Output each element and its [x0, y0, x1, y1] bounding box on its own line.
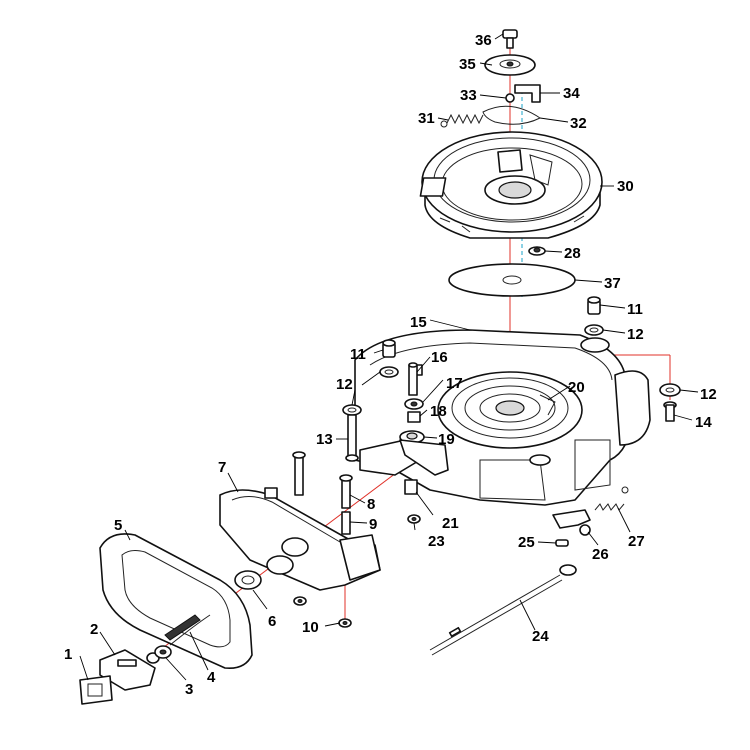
- label-27: 27: [628, 533, 645, 550]
- label-10: 10: [302, 619, 319, 636]
- label-6: 6: [268, 613, 276, 630]
- label-16: 16: [431, 349, 448, 366]
- part-number-labels: 36 35 33 34 31 32 30 28 37 11 12 15 11 1…: [64, 32, 717, 698]
- label-24: 24: [532, 628, 549, 645]
- label-8: 8: [367, 496, 375, 513]
- label-3: 3: [185, 681, 193, 698]
- label-4: 4: [207, 669, 216, 686]
- part-18-bushing: [407, 411, 421, 423]
- label-21: 21: [442, 515, 459, 532]
- label-35: 35: [459, 56, 476, 73]
- part-15-fan-housing: [354, 329, 651, 506]
- label-2: 2: [90, 621, 98, 638]
- part-8-bolt: [339, 474, 353, 509]
- part-4-rope: [169, 614, 211, 646]
- part-37-disc: [448, 263, 576, 297]
- label-18: 18: [430, 403, 447, 420]
- part-25-pin: [555, 539, 569, 547]
- part-14-bolt: [663, 401, 677, 422]
- part-30-recoil-pulley: [419, 131, 603, 239]
- part-34-pawl: [514, 84, 541, 103]
- part-26-latch: [552, 509, 591, 536]
- part-12-washer-left: [379, 366, 399, 378]
- label-9: 9: [369, 516, 377, 533]
- label-37: 37: [604, 275, 621, 292]
- label-11-left: 11: [350, 346, 366, 363]
- label-34: 34: [563, 85, 580, 102]
- label-36: 36: [475, 32, 492, 49]
- label-12-right: 12: [627, 326, 644, 343]
- part-11-bushing-left: [382, 339, 396, 358]
- part-12-washer-far-right: [659, 383, 681, 397]
- label-20: 20: [568, 379, 585, 396]
- label-32: 32: [570, 115, 587, 132]
- label-25: 25: [518, 534, 535, 551]
- part-33-small-spring: [505, 93, 515, 103]
- label-30: 30: [617, 178, 634, 195]
- part-12-washer-right: [584, 324, 604, 336]
- leader-lines: [79, 33, 699, 681]
- part-9-bolt: [341, 511, 351, 535]
- label-17: 17: [446, 375, 463, 392]
- part-10-nut-a: [293, 596, 307, 606]
- part-19-lever: [399, 430, 449, 476]
- label-5: 5: [114, 517, 122, 534]
- part-28-nut: [528, 246, 546, 256]
- part-3-grommet-small: [154, 645, 172, 659]
- part-36-screw: [502, 29, 518, 49]
- label-1: 1: [64, 646, 72, 663]
- part-1-clip: [79, 675, 113, 705]
- label-31: 31: [418, 110, 435, 127]
- label-26: 26: [592, 546, 609, 563]
- part-23-nut: [407, 514, 421, 524]
- part-5-handle-grip: [99, 533, 253, 670]
- part-13-bolt: [345, 414, 359, 462]
- part-20-spring-seat: [539, 394, 556, 416]
- label-7: 7: [218, 459, 226, 476]
- label-12-far-right: 12: [700, 386, 717, 403]
- part-32-wire-spring: [482, 105, 541, 125]
- label-12-left: 12: [336, 376, 353, 393]
- part-10-nut-b: [338, 618, 352, 628]
- part-24-cable: [429, 564, 577, 656]
- part-17-washer: [404, 398, 424, 410]
- label-13: 13: [316, 431, 333, 448]
- label-33: 33: [460, 87, 477, 104]
- part-12-washer-lower: [342, 404, 362, 416]
- label-19: 19: [438, 431, 455, 448]
- part-31-coil-spring: [440, 113, 484, 128]
- part-21-guide: [404, 479, 418, 495]
- part-11-bushing-right: [587, 296, 601, 315]
- part-16-pin: [408, 362, 418, 396]
- label-15: 15: [410, 314, 427, 331]
- part-27-spring: [594, 486, 629, 511]
- label-14: 14: [695, 414, 712, 431]
- part-6-grommet: [234, 537, 309, 590]
- part-8-bolt-upper: [292, 451, 306, 496]
- label-28: 28: [564, 245, 581, 262]
- label-11-right: 11: [627, 301, 643, 318]
- label-23: 23: [428, 533, 445, 550]
- part-35-pulley-cap: [484, 54, 536, 76]
